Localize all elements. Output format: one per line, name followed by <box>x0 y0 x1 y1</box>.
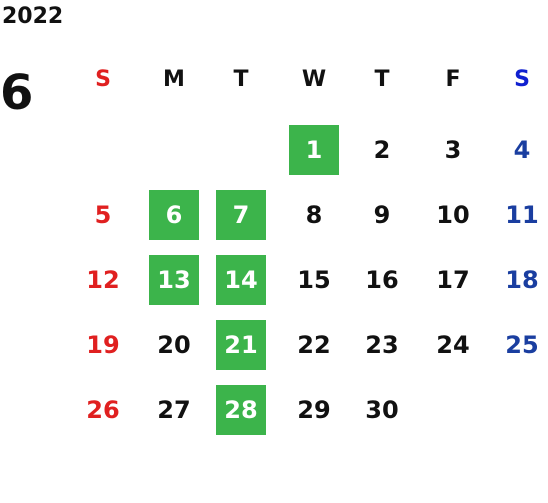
calendar-day: 17 <box>436 266 470 294</box>
calendar-day: 11 <box>505 201 539 229</box>
calendar-day: 25 <box>505 331 539 359</box>
calendar-day: 8 <box>305 201 323 229</box>
calendar-day: 26 <box>86 396 120 424</box>
calendar-day-highlighted: 7 <box>216 190 266 240</box>
calendar-day-highlighted: 13 <box>149 255 199 305</box>
calendar-day: 18 <box>505 266 539 294</box>
calendar-day: 23 <box>365 331 399 359</box>
calendar-day: 27 <box>157 396 191 424</box>
calendar-day: 15 <box>297 266 331 294</box>
calendar-month: 6 <box>0 65 34 121</box>
calendar-day: 29 <box>297 396 331 424</box>
calendar-day: 5 <box>94 201 112 229</box>
calendar-day: 3 <box>444 136 462 164</box>
calendar-day-highlighted: 6 <box>149 190 199 240</box>
calendar-day-highlighted: 21 <box>216 320 266 370</box>
weekday-header: T <box>233 67 249 92</box>
calendar-day: 12 <box>86 266 120 294</box>
calendar-day-highlighted: 14 <box>216 255 266 305</box>
calendar-year: 2022 <box>2 4 64 29</box>
calendar-day: 22 <box>297 331 331 359</box>
calendar-day: 4 <box>513 136 531 164</box>
calendar-day: 30 <box>365 396 399 424</box>
calendar-day-highlighted: 28 <box>216 385 266 435</box>
calendar-day: 16 <box>365 266 399 294</box>
calendar-day: 10 <box>436 201 470 229</box>
calendar-day-highlighted: 1 <box>289 125 339 175</box>
calendar-day: 24 <box>436 331 470 359</box>
weekday-header: M <box>163 67 185 92</box>
calendar-day: 2 <box>373 136 391 164</box>
weekday-header: T <box>374 67 390 92</box>
weekday-header: W <box>301 67 327 92</box>
weekday-header: S <box>95 67 111 92</box>
calendar-day: 20 <box>157 331 191 359</box>
calendar-day: 9 <box>373 201 391 229</box>
calendar-day: 19 <box>86 331 120 359</box>
weekday-header: F <box>445 67 461 92</box>
weekday-header: S <box>514 67 530 92</box>
